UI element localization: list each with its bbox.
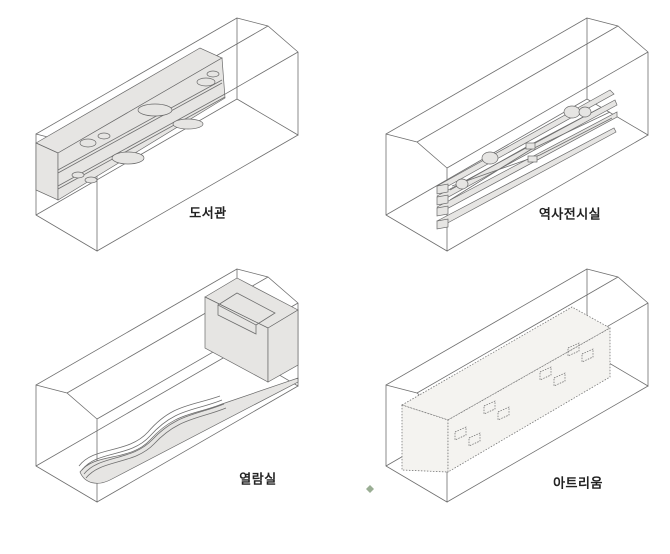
label-history-exhibition: 역사전시실 <box>538 207 602 223</box>
label-library: 도서관 <box>189 206 227 222</box>
house-edge <box>416 276 619 394</box>
contour-line <box>78 395 221 467</box>
exhibition-cylinder <box>578 106 592 118</box>
marker-diamond <box>366 485 374 493</box>
bookshelf-cylinder <box>71 171 85 179</box>
library-bookshelf-volume <box>35 47 226 201</box>
courtyard-opening <box>217 292 276 326</box>
bookshelf-cylinder <box>137 103 173 117</box>
shelf-line <box>57 93 226 187</box>
history-exhibition-strips <box>436 89 618 230</box>
exhibition-cylinder <box>455 178 469 190</box>
atrium-long-face <box>447 327 611 473</box>
label-atrium: 아트리움 <box>553 476 603 492</box>
house-edge <box>446 51 649 169</box>
atrium-window <box>483 400 496 415</box>
strip-end-cap <box>436 205 449 217</box>
exhibition-block <box>525 142 536 150</box>
house-edge <box>416 25 619 143</box>
house-edge <box>35 349 238 467</box>
bookshelf-end-face <box>35 142 59 201</box>
atrium-window <box>497 406 510 421</box>
atrium-window <box>567 342 580 357</box>
reading-box-side <box>267 309 299 383</box>
strip-end-cap <box>436 183 449 195</box>
house-edge <box>35 17 238 135</box>
gable-back <box>236 17 299 136</box>
exhibition-strip <box>436 111 618 213</box>
bookshelf-cylinder <box>206 70 220 78</box>
house-edge <box>96 385 299 503</box>
floor-ribbon <box>79 377 299 484</box>
contour-line <box>83 403 225 475</box>
exhibition-cylinder <box>481 151 499 165</box>
house-edge <box>446 134 649 252</box>
atrium-window <box>454 426 467 441</box>
shelf-line <box>57 82 223 174</box>
house-edge <box>385 17 588 135</box>
house-edge <box>446 385 649 503</box>
label-reading-room: 열람실 <box>239 472 277 488</box>
bookshelf-cylinder <box>111 151 145 165</box>
bookshelf-long-face <box>57 57 226 201</box>
shelf-line <box>57 96 226 190</box>
courtyard-wall <box>217 305 257 335</box>
atrium-volume <box>401 306 611 473</box>
atrium-window <box>468 432 481 447</box>
atrium-window <box>553 372 566 387</box>
house-edge <box>385 268 588 386</box>
atrium-window <box>581 348 594 363</box>
contour-line <box>85 407 227 479</box>
bookshelf-cylinder <box>97 132 111 140</box>
house-edge <box>35 268 238 386</box>
reading-room-volumes <box>78 277 299 484</box>
bookshelf-cylinder <box>79 138 97 148</box>
strip-edge-line <box>451 117 613 187</box>
atrium-window <box>539 366 552 381</box>
strip-end-cap <box>436 218 449 230</box>
shelf-line <box>57 79 223 171</box>
house-edge <box>96 134 299 252</box>
atrium-windows <box>454 342 594 447</box>
exhibition-block <box>527 155 538 163</box>
exhibition-cylinder <box>563 105 581 119</box>
bookshelf-cylinder <box>84 176 98 184</box>
strip-edge-line <box>449 111 611 201</box>
bookshelf-cylinder <box>196 77 216 87</box>
bookshelf-cylinder <box>172 118 204 130</box>
strip-end-cap <box>436 194 449 206</box>
contour-line <box>81 399 223 471</box>
gable-front <box>35 384 98 503</box>
gable-back <box>586 17 649 136</box>
